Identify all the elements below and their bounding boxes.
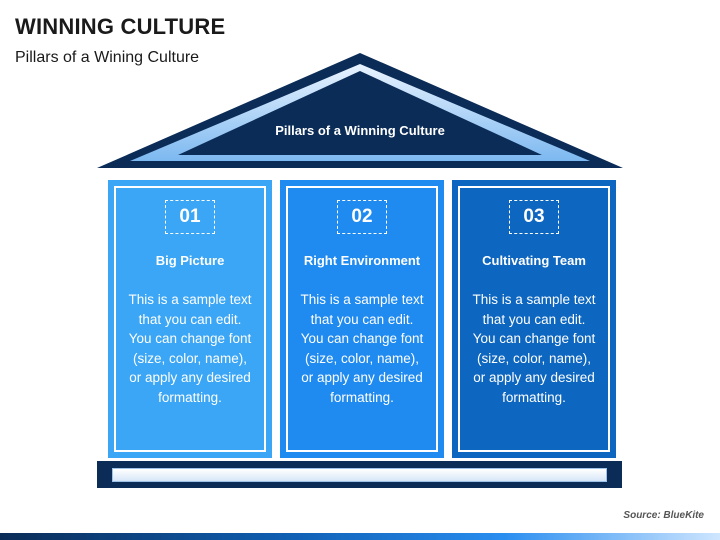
roof-label: Pillars of a Winning Culture bbox=[275, 123, 445, 138]
pillar-1: 01 Big Picture This is a sample text tha… bbox=[108, 180, 272, 458]
pillar-1-title: Big Picture bbox=[155, 253, 225, 268]
pillar-1-number: 01 bbox=[165, 200, 215, 234]
pillar-2: 02 Right Environment This is a sample te… bbox=[280, 180, 444, 458]
pillar-3-text: This is a sample text that you can edit.… bbox=[472, 292, 596, 405]
pillar-1-panel: 01 Big Picture This is a sample text tha… bbox=[114, 186, 266, 452]
base-highlight bbox=[112, 468, 607, 482]
pillar-3-title: Cultivating Team bbox=[482, 253, 586, 268]
pillar-2-panel: 02 Right Environment This is a sample te… bbox=[286, 186, 438, 452]
page-title: WINNING CULTURE bbox=[15, 14, 226, 39]
footer-gradient-bar bbox=[0, 533, 720, 540]
pillar-3-number: 03 bbox=[509, 200, 559, 234]
pillar-2-number: 02 bbox=[337, 200, 387, 234]
base-platform bbox=[97, 461, 622, 488]
page-subtitle: Pillars of a Wining Culture bbox=[15, 49, 200, 66]
roof-inner bbox=[178, 71, 542, 155]
pillar-3-panel: 03 Cultivating Team This is a sample tex… bbox=[458, 186, 610, 452]
roof-shape bbox=[97, 53, 623, 168]
source-note: Source: BlueKite bbox=[623, 510, 704, 521]
pillar-2-title: Right Environment bbox=[303, 253, 421, 268]
pillar-1-text: This is a sample text that you can edit.… bbox=[128, 292, 252, 405]
pillar-2-text: This is a sample text that you can edit.… bbox=[300, 292, 424, 405]
pillar-3: 03 Cultivating Team This is a sample tex… bbox=[452, 180, 616, 458]
